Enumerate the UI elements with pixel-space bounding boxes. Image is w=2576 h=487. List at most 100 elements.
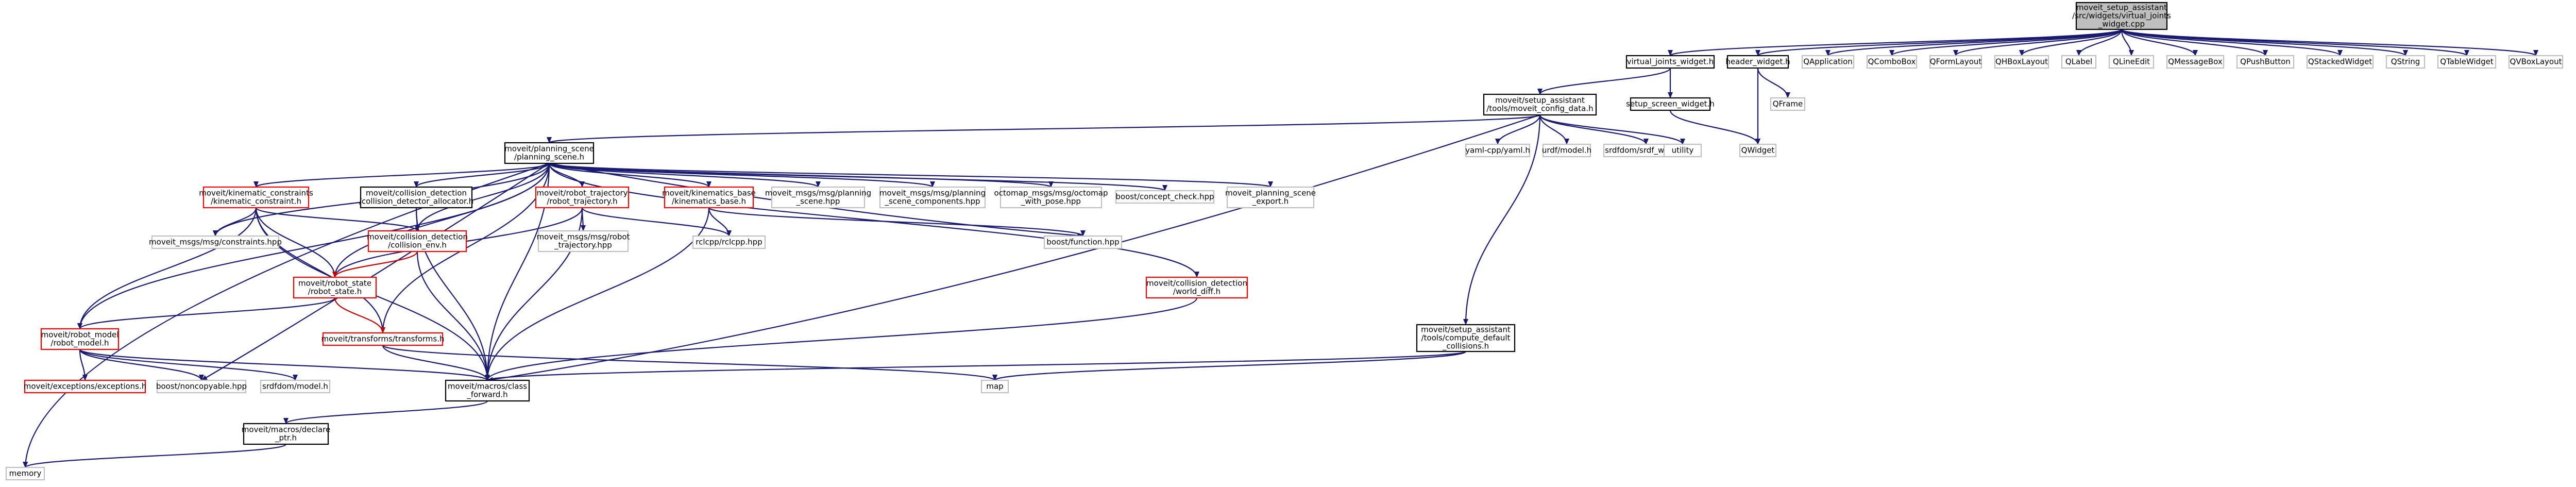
- node-mps[interactable]: moveit_msgs/msg/planning_scene.hpp: [765, 186, 871, 209]
- node-vjw-label-line-0: virtual_joints_widget.h: [1627, 57, 1714, 67]
- node-qapp[interactable]: QApplication: [1801, 55, 1855, 69]
- node-map[interactable]: map: [980, 379, 1009, 394]
- edge-kc-to-rm: [77, 207, 257, 329]
- edge-wd-to-dcf: [485, 297, 1198, 381]
- node-qtable[interactable]: QTableWidget: [2437, 55, 2497, 69]
- node-qline-label-line-0: QLineEdit: [2113, 57, 2150, 66]
- node-ssw-box: [1630, 97, 1711, 111]
- node-qpush[interactable]: QPushButton: [2236, 55, 2295, 69]
- node-qform[interactable]: QFormLayout: [1929, 55, 1982, 69]
- node-bfunc[interactable]: boost/function.hpp: [1043, 235, 1123, 249]
- node-mrt[interactable]: moveit_msgs/msg/robot_trajectory.hpp: [537, 230, 630, 253]
- node-rt[interactable]: moveit/robot_trajectory/robot_trajectory…: [535, 186, 630, 209]
- node-qstack[interactable]: QStackedWidget: [2306, 55, 2374, 69]
- node-pse-box: [1226, 186, 1315, 209]
- node-ssw[interactable]: setup_screen_widget.h: [1626, 97, 1715, 111]
- node-rs-label-line-0: moveit/robot_state: [298, 279, 371, 289]
- node-root[interactable]: moveit_setup_assistant/src/widgets/virtu…: [2072, 2, 2171, 30]
- node-kc[interactable]: moveit/kinematic_constraints/kinematic_c…: [199, 186, 313, 209]
- node-wd-label-line-1: /world_diff.h: [1173, 287, 1221, 297]
- node-tf[interactable]: moveit/transforms/transforms.h: [321, 332, 445, 346]
- node-qapp-box: [1801, 55, 1855, 69]
- edge-mcd-to-ps: [547, 114, 1541, 144]
- node-dcf[interactable]: moveit/macros/class_forward.h: [445, 379, 530, 402]
- node-qhbox[interactable]: QHBoxLayout: [1994, 55, 2049, 69]
- node-octo-box: [999, 186, 1103, 209]
- node-qvbox[interactable]: QVBoxLayout: [2508, 55, 2564, 69]
- node-cenv-label-line-0: moveit/collision_detection: [367, 232, 468, 242]
- node-root-box: [2075, 2, 2168, 30]
- node-mps-label-line-0: moveit_msgs/msg/planning: [765, 189, 871, 198]
- node-utility-label-line-0: utility: [1672, 146, 1694, 155]
- node-cda[interactable]: moveit/collision_detection/collision_det…: [359, 186, 473, 209]
- node-mpsc-label-line-1: _scene_components.hpp: [884, 197, 980, 207]
- edge-ps-to-mps: [548, 162, 821, 188]
- node-concept-box: [1115, 190, 1215, 204]
- node-ps[interactable]: moveit/planning_scene/planning_scene.h: [504, 142, 595, 164]
- node-layer: moveit_setup_assistant/src/widgets/virtu…: [5, 2, 2564, 481]
- node-cdc[interactable]: moveit/setup_assistant/tools/compute_def…: [1416, 324, 1516, 352]
- node-mpsc-label-line-0: moveit_msgs/msg/planning: [879, 189, 986, 198]
- edge-cdc-to-map: [992, 350, 1467, 381]
- node-qline[interactable]: QLineEdit: [2108, 55, 2155, 69]
- node-rt-box: [535, 186, 630, 209]
- node-srdfmodel[interactable]: srdfdom/model.h: [260, 379, 331, 394]
- node-urdfmodel-label-line-0: urdf/model.h: [1542, 146, 1591, 155]
- node-concept[interactable]: boost/concept_check.hpp: [1115, 190, 1215, 204]
- edge-mcd-to-cdc: [1463, 114, 1541, 325]
- node-wd[interactable]: moveit/collision_detection/world_diff.h: [1145, 276, 1248, 299]
- node-qlabel[interactable]: QLabel: [2061, 55, 2097, 69]
- node-qmsg[interactable]: QMessageBox: [2166, 55, 2225, 69]
- node-qstring-label-line-0: QString: [2391, 57, 2420, 66]
- node-exc[interactable]: moveit/exceptions/exceptions.h: [24, 379, 147, 394]
- node-urdfmodel[interactable]: urdf/model.h: [1542, 143, 1591, 158]
- edge-root-to-qhbox: [2019, 29, 2123, 56]
- node-mmc[interactable]: moveit_msgs/msg/constraints.hpp: [149, 235, 282, 249]
- edge-ps-to-cenv: [415, 163, 550, 231]
- node-mcd[interactable]: moveit/setup_assistant/tools/moveit_conf…: [1483, 93, 1597, 116]
- node-octo[interactable]: octomap_msgs/msg/octomap_with_pose.hpp: [994, 186, 1108, 209]
- node-srdfmodel-label-line-0: srdfdom/model.h: [262, 382, 328, 391]
- edge-root-to-hw: [1755, 28, 2123, 57]
- node-qstack-label-line-0: QStackedWidget: [2308, 57, 2372, 66]
- node-rt-label-line-1: /robot_trajectory.h: [547, 197, 617, 207]
- node-dp-box: [243, 423, 329, 445]
- node-noncopy[interactable]: boost/noncopyable.hpp: [156, 379, 247, 394]
- node-cdc-box: [1416, 324, 1516, 352]
- node-rclcpp-label-line-0: rclcpp/rclcpp.hpp: [696, 238, 762, 247]
- node-dp[interactable]: moveit/macros/declare_ptr.h: [242, 423, 330, 445]
- node-rm[interactable]: moveit/robot_model/robot_model.h: [40, 328, 120, 350]
- node-rclcpp[interactable]: rclcpp/rclcpp.hpp: [692, 235, 766, 249]
- node-root-label-line-2: _widget.cpp: [2098, 20, 2145, 29]
- node-kb[interactable]: moveit/kinematics_base/kinematics_base.h: [662, 186, 756, 209]
- node-kb-label-line-0: moveit/kinematics_base: [662, 189, 756, 198]
- edge-root-to-qform: [1953, 29, 2123, 56]
- node-vjw[interactable]: virtual_joints_widget.h: [1625, 55, 1715, 69]
- node-pse[interactable]: moveit_planning_scene_export.h: [1225, 186, 1316, 209]
- node-root-label-line-0: moveit_setup_assistant: [2076, 3, 2167, 13]
- edge-ps-to-mpsc: [548, 162, 935, 188]
- node-wd-label-line-0: moveit/collision_detection: [1146, 279, 1247, 289]
- node-rs[interactable]: moveit/robot_state/robot_state.h: [293, 276, 377, 299]
- node-memory[interactable]: memory: [5, 466, 45, 481]
- node-hw-label-line-0: header_widget.h: [1725, 57, 1790, 67]
- node-pse-label-line-1: _export.h: [1252, 197, 1289, 207]
- node-cenv[interactable]: moveit/collision_detection/collision_env…: [367, 230, 468, 253]
- node-qcombo-label-line-0: QComboBox: [1868, 57, 1916, 66]
- node-qcombo[interactable]: QComboBox: [1866, 55, 1918, 69]
- node-cdc-label-line-2: _collisions.h: [1442, 342, 1489, 351]
- edge-root-to-qcombo: [1889, 28, 2123, 57]
- node-mpsc[interactable]: moveit_msgs/msg/planning_scene_component…: [879, 186, 986, 209]
- node-qwidget[interactable]: QWidget: [1739, 143, 1777, 158]
- node-kc-box: [202, 186, 310, 209]
- node-hw[interactable]: header_widget.h: [1725, 55, 1790, 69]
- node-ssw-label-line-0: setup_screen_widget.h: [1626, 99, 1715, 109]
- node-ps-box: [504, 142, 595, 164]
- node-qlabel-label-line-0: QLabel: [2065, 57, 2092, 66]
- node-concept-label-line-0: boost/concept_check.hpp: [1115, 192, 1214, 202]
- node-qstring[interactable]: QString: [2385, 55, 2426, 69]
- node-utility[interactable]: utility: [1663, 143, 1702, 158]
- node-qframe[interactable]: QFrame: [1770, 97, 1806, 111]
- edge-layer: [23, 28, 2538, 468]
- node-yaml[interactable]: yaml-cpp/yaml.h: [1465, 143, 1531, 158]
